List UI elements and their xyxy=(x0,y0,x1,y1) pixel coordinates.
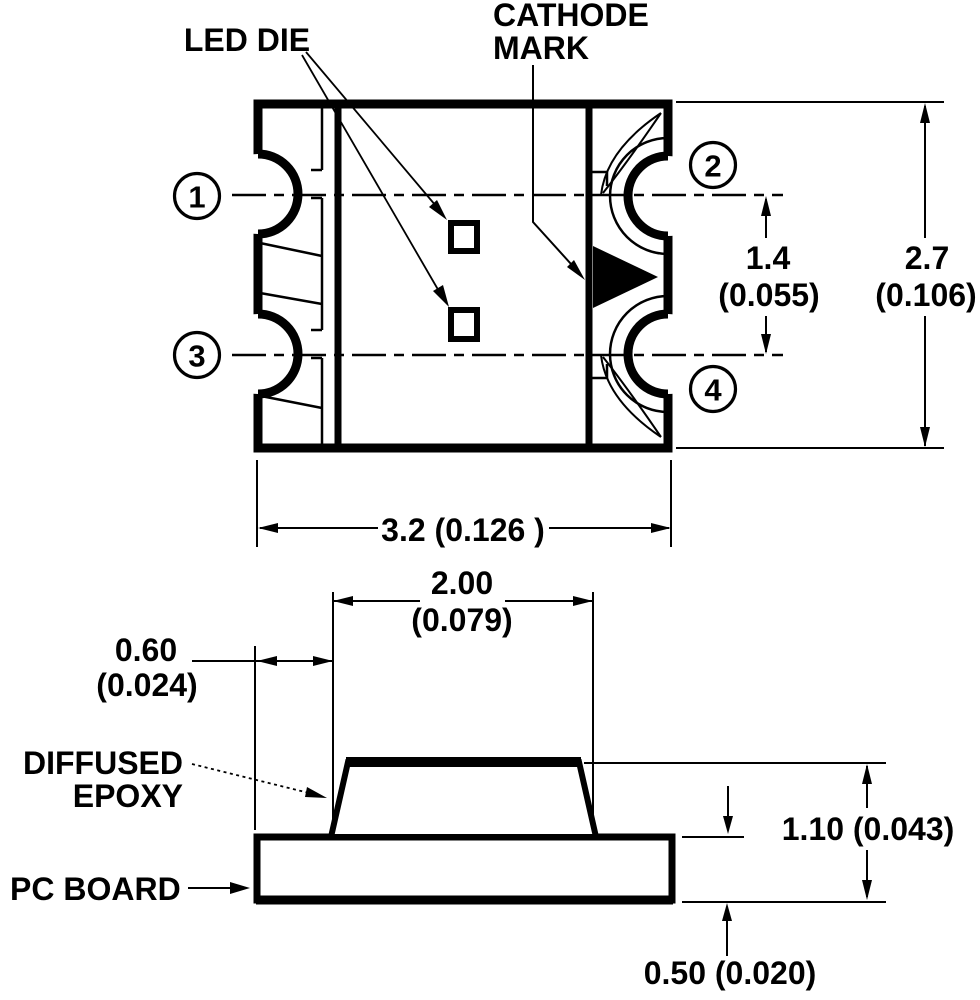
dim-arrow-left xyxy=(257,656,277,666)
dim-arrow-down xyxy=(862,880,872,900)
dim-pad-pitch-mm: 1.4 xyxy=(746,240,791,276)
dim-board-thickness: 0.50 (0.020) xyxy=(644,903,817,991)
dim-board-thickness-value: 0.50 (0.020) xyxy=(644,955,817,991)
dim-epoxy-width: 2.00 (0.079) xyxy=(332,565,594,832)
dim-arrow-right xyxy=(573,596,593,606)
pin-3-label: 3 xyxy=(188,339,205,374)
pin-4-badge xyxy=(688,364,738,414)
epoxy-body-outline xyxy=(327,759,600,840)
dim-edge-offset-inch: (0.024) xyxy=(96,667,197,703)
dim-body-height: 2.7 (0.106) xyxy=(676,101,977,449)
pin-3-badge xyxy=(172,330,222,380)
dim-body-width: 3.2 (0.126 ) xyxy=(256,460,672,548)
led-die-label: LED DIE xyxy=(184,22,310,58)
bottom-right-corner-crescent xyxy=(600,354,662,438)
dim-arrow-up xyxy=(920,103,930,123)
dim-pad-pitch-inch: (0.055) xyxy=(718,277,819,313)
dim-arrow-right xyxy=(651,523,671,533)
dim-arrow-up xyxy=(761,196,771,216)
dim-arrow-up xyxy=(862,764,872,784)
dim-arrow-down xyxy=(761,334,771,354)
dim-body-height-inch: (0.106) xyxy=(875,277,976,313)
epoxy-base-ref-arrowhead xyxy=(723,816,733,834)
led-die-1 xyxy=(448,220,480,254)
cathode-mark-triangle xyxy=(593,246,658,308)
pin-2-badge xyxy=(688,140,738,190)
pin-2-notch-arc xyxy=(623,151,669,241)
dim-overall-height: 1.10 (0.043) xyxy=(584,762,955,903)
dim-overall-height-value: 1.10 (0.043) xyxy=(782,811,955,847)
pc-board-label: PC BOARD xyxy=(10,871,181,907)
dim-arrow-down xyxy=(920,427,930,447)
dim-epoxy-width-inch: (0.079) xyxy=(411,602,512,638)
right-plating-step-top xyxy=(589,170,609,186)
pc-board-outline xyxy=(253,833,676,904)
led-die-leader-1 xyxy=(305,51,437,207)
right-plating-step-bottom xyxy=(589,364,609,380)
diffused-epoxy-label-line2: EPOXY xyxy=(73,778,183,814)
dim-edge-offset: 0.60 (0.024) xyxy=(96,632,333,830)
dim-arrow-up xyxy=(722,903,732,921)
diffused-epoxy-label-line1: DIFFUSED xyxy=(23,745,183,781)
dim-arrow-left xyxy=(333,596,353,606)
top-right-corner-crescent xyxy=(600,112,662,196)
dim-epoxy-width-mm: 2.00 xyxy=(431,565,493,601)
dim-arrow-left xyxy=(258,523,278,533)
led-die-2 xyxy=(448,307,480,342)
led-die-leader-1-arrowhead xyxy=(429,200,447,220)
pin-2-label: 2 xyxy=(704,149,721,184)
pin-4-notch-arc xyxy=(623,309,669,399)
cathode-mark-leader xyxy=(532,65,572,265)
pin-4-label: 4 xyxy=(704,373,722,408)
dim-body-width-value: 3.2 (0.126 ) xyxy=(381,512,545,548)
led-die-leader-2-arrowhead xyxy=(433,285,449,307)
top-view: 1 3 2 4 LED DIE CATHODE MARK 2.7 (0.106) xyxy=(172,0,977,548)
led-die-leader-2 xyxy=(301,54,441,294)
dim-pad-pitch: 1.4 (0.055) xyxy=(718,196,820,354)
left-terminal-slant-lines xyxy=(259,241,323,410)
left-plating-ticks xyxy=(311,168,322,360)
pin-1-badge xyxy=(172,171,222,221)
cathode-mark-leader-arrowhead xyxy=(567,260,585,280)
pin-1-label: 1 xyxy=(188,180,205,215)
diffused-epoxy-leader-arrowhead xyxy=(305,787,327,798)
dim-edge-offset-mm: 0.60 xyxy=(115,632,177,668)
dim-arrow-right xyxy=(313,656,333,666)
dim-body-height-mm: 2.7 xyxy=(905,240,949,276)
cathode-mark-label-line2: MARK xyxy=(493,30,589,66)
cathode-mark-label-line1: CATHODE xyxy=(493,0,649,33)
side-view: 2.00 (0.079) 0.60 (0.024) 1.10 (0.043) xyxy=(10,565,954,991)
pc-board-leader-arrowhead xyxy=(230,882,250,894)
diffused-epoxy-leader xyxy=(191,763,310,794)
